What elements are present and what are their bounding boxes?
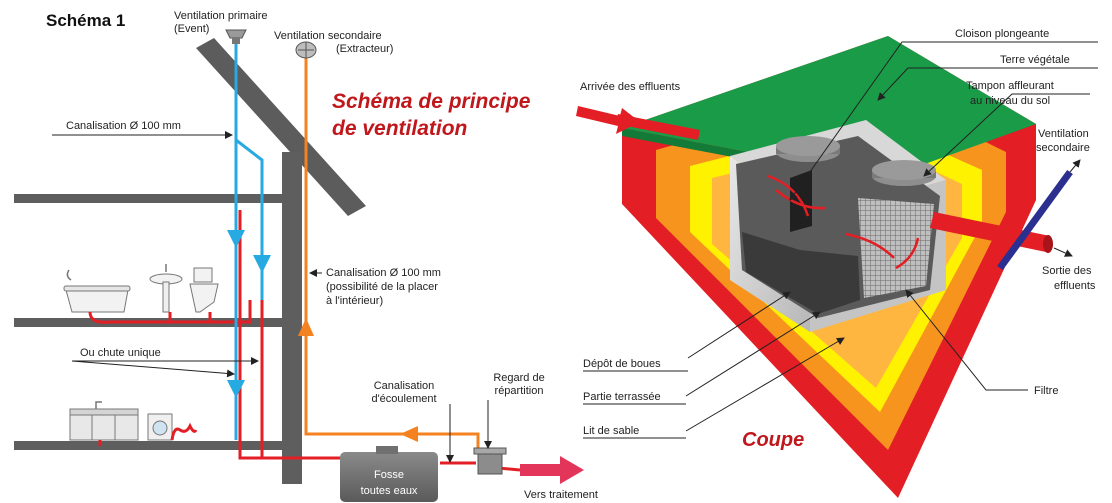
label-partie: Partie terrassée bbox=[583, 391, 661, 403]
inlet-arrow bbox=[576, 106, 640, 134]
label-canalisation-mid-2: (possibilité de la placer bbox=[326, 281, 438, 293]
floor-ground bbox=[14, 441, 294, 450]
label-depot: Dépôt de boues bbox=[583, 358, 661, 370]
label-vent-secondaire-1: Ventilation secondaire bbox=[274, 30, 382, 42]
label-terre: Terre végétale bbox=[1000, 54, 1070, 66]
schema-title: Schéma 1 bbox=[46, 11, 125, 30]
coupe-label: Coupe bbox=[742, 429, 804, 451]
secondary-vent-pipe bbox=[304, 58, 480, 448]
label-arrivee: Arrivée des effluents bbox=[580, 81, 681, 93]
filter-block bbox=[858, 198, 934, 298]
floor-upper bbox=[14, 194, 282, 203]
label-vers-traitement: Vers traitement bbox=[524, 489, 598, 501]
vers-traitement-arrow bbox=[520, 456, 584, 484]
orange-left-arrow bbox=[400, 426, 418, 442]
roof bbox=[196, 38, 366, 216]
inlet-pipe bbox=[616, 114, 700, 140]
label-canalisation-mid-1: Canalisation Ø 100 mm bbox=[326, 267, 441, 279]
fosse-label-1: Fosse bbox=[374, 469, 404, 481]
vent-cap-primary-icon bbox=[225, 29, 247, 44]
cross-section: Arrivée des effluents Cloison plongeante… bbox=[576, 28, 1098, 498]
label-tampon-2: au niveau du sol bbox=[970, 95, 1050, 107]
house-schema: Fosse toutes eaux Schéma 1 Ventilation p… bbox=[14, 10, 598, 502]
drain-pipes bbox=[88, 210, 521, 472]
sludge-deposit bbox=[742, 232, 860, 314]
diagram-title-line1: Schéma de principe bbox=[332, 90, 531, 113]
label-vent-primaire-2: (Event) bbox=[174, 23, 209, 35]
toilet-icon bbox=[189, 267, 219, 313]
left-leader-lines bbox=[52, 131, 492, 463]
flow-arrows bbox=[767, 174, 920, 270]
bathtub-icon bbox=[63, 269, 131, 313]
label-regard-2: répartition bbox=[495, 385, 544, 397]
orange-up-arrow bbox=[298, 318, 314, 336]
washing-machine-icon bbox=[147, 413, 173, 441]
label-chute-unique: Ou chute unique bbox=[80, 347, 161, 359]
sink-cabinet-icon bbox=[69, 401, 139, 441]
label-lit: Lit de sable bbox=[583, 425, 639, 437]
regard-repartition bbox=[473, 447, 507, 475]
label-ventilation-2: secondaire bbox=[1036, 142, 1090, 154]
label-ecoulement-2: d'écoulement bbox=[371, 393, 436, 405]
fosse-label-2: toutes eaux bbox=[361, 485, 418, 497]
washbasin-icon bbox=[149, 264, 183, 313]
label-tampon-1: Tampon affleurant bbox=[966, 80, 1054, 92]
label-sortie-2: effluents bbox=[1054, 280, 1096, 292]
extractor-cap-icon bbox=[295, 41, 317, 59]
diagram-title-line2: de ventilation bbox=[332, 117, 467, 140]
exterior-wall bbox=[282, 152, 302, 484]
fosse-toutes-eaux: Fosse toutes eaux bbox=[340, 446, 438, 502]
label-canalisation-top: Canalisation Ø 100 mm bbox=[66, 120, 181, 132]
label-regard-1: Regard de bbox=[493, 372, 544, 384]
right-leader-lines bbox=[685, 41, 1098, 432]
label-filtre: Filtre bbox=[1034, 385, 1058, 397]
label-ventilation-1: Ventilation bbox=[1038, 128, 1089, 140]
label-cloison: Cloison plongeante bbox=[955, 28, 1049, 40]
ventilation-secondaire-pipe bbox=[997, 169, 1073, 271]
label-sortie-1: Sortie des bbox=[1042, 265, 1092, 277]
label-vent-primaire-1: Ventilation primaire bbox=[174, 10, 268, 22]
terre-vegetale-surface bbox=[622, 36, 1036, 178]
label-vent-secondaire-2: (Extracteur) bbox=[336, 43, 393, 55]
blue-flow-arrows bbox=[227, 230, 271, 398]
label-canalisation-mid-3: à l'intérieur) bbox=[326, 295, 383, 307]
label-ecoulement-1: Canalisation bbox=[374, 380, 435, 392]
